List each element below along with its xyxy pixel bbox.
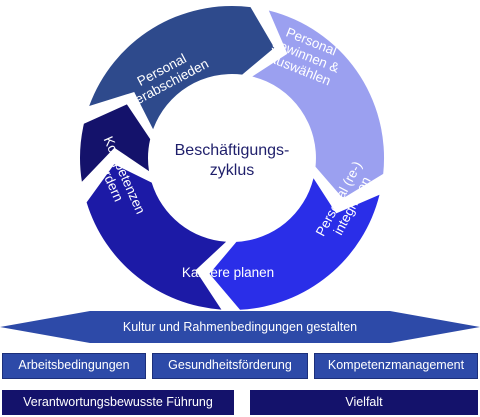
box-verantwortungsbewusste-fuehrung: Verantwortungsbewusste Führung (2, 390, 234, 415)
culture-banner (0, 311, 480, 343)
cycle-center (150, 88, 314, 228)
box-kompetenzmanagement: Kompetenzmanagement (314, 353, 478, 379)
cycle-center-subtitle: zyklus (210, 162, 254, 179)
box-arbeitsbedingungen: Arbeitsbedingungen (2, 353, 146, 379)
cycle-segment-integrieren (209, 178, 380, 310)
cycle-center-title: Beschäftigungs- (175, 142, 290, 159)
box-gesundheitsfoerderung: Gesundheitsförderung (152, 353, 308, 379)
culture-banner-label: Kultur und Rahmenbedingungen gestalten (122, 320, 358, 334)
box-vielfalt: Vielfalt (250, 390, 478, 415)
cycle-segment-verabschieden (89, 5, 275, 130)
cycle-segment-gewinnen (252, 10, 385, 199)
cycle-segment-karriere (86, 164, 227, 310)
employment-cycle-diagram: Beschäftigungs- zyklus Personalverabschi… (80, 5, 385, 310)
cycle-segment-label-karriere: Karriere planen (182, 265, 274, 280)
cycle-segment-kompetenzen (80, 104, 151, 182)
